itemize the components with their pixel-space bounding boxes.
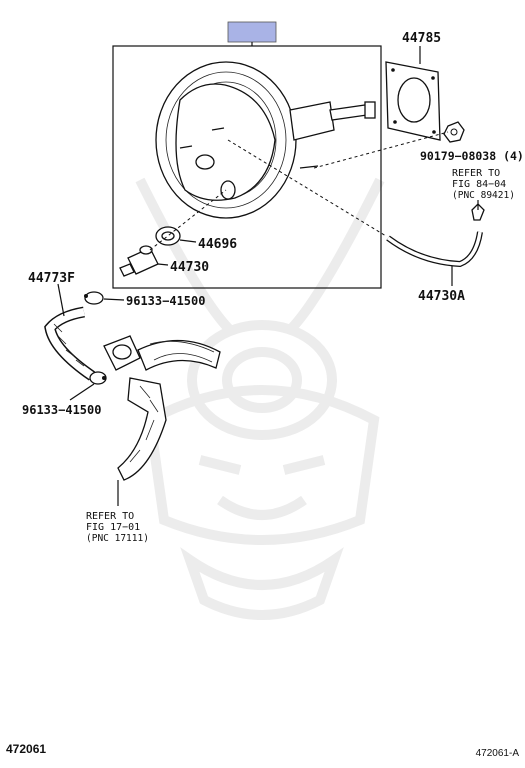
label-44785[interactable]: 44785 [402, 31, 441, 46]
clip-89421[interactable] [471, 200, 485, 221]
label-44773f[interactable]: 44773F [28, 271, 75, 286]
check-valve-44730[interactable] [119, 245, 159, 277]
clamp-96133-bottom[interactable] [89, 371, 107, 385]
label-44730[interactable]: 44730 [170, 260, 209, 275]
intake-manifold[interactable] [103, 335, 221, 481]
brake-booster[interactable] [155, 61, 376, 219]
label-44696[interactable]: 44696 [198, 237, 237, 252]
assembly-tag[interactable] [227, 21, 277, 43]
clamp-96133-top[interactable] [84, 291, 104, 305]
footer-right-code: 472061-A [475, 748, 519, 759]
footer-left-code: 472061 [6, 742, 47, 756]
label-44730a[interactable]: 44730A [418, 289, 465, 304]
watermark-emblem [135, 177, 385, 620]
ref-fig84-line2[interactable]: FIG 84−04 [452, 179, 506, 190]
label-90179[interactable]: 90179−08038 (4) [420, 149, 524, 163]
assembly-frame [112, 45, 382, 289]
ref-fig17-line3: (PNC 17111) [86, 533, 149, 544]
label-96133-bottom[interactable]: 96133−41500 [22, 403, 101, 417]
ref-fig84-line3: (PNC 89421) [452, 190, 515, 201]
ref-fig17-line2[interactable]: FIG 17−01 [86, 522, 140, 533]
ref-fig84-line1: REFER TO [452, 168, 500, 179]
label-96133-top[interactable]: 96133−41500 [126, 294, 205, 308]
gasket-44785[interactable] [385, 61, 441, 141]
ref-fig17-line1: REFER TO [86, 511, 134, 522]
nut-90179[interactable] [443, 121, 465, 143]
